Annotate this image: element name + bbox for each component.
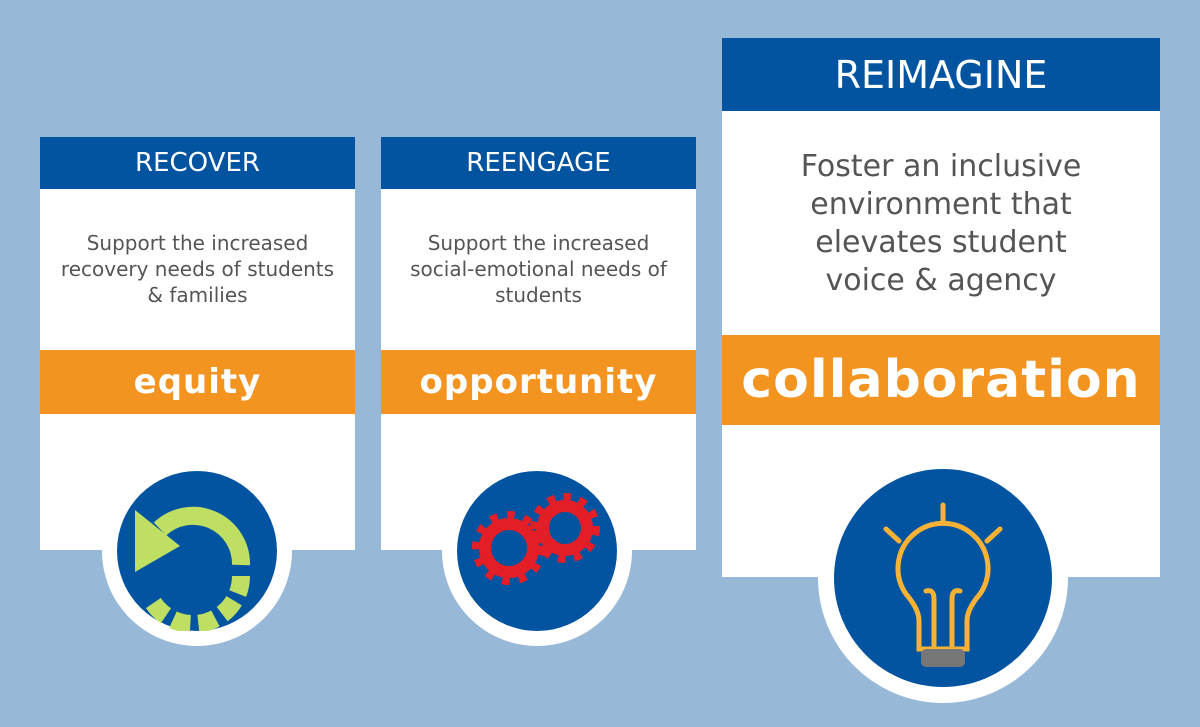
recover-icon-circle <box>117 471 277 631</box>
reengage-value-band: opportunity <box>381 350 696 414</box>
reimagine-value-band: collaboration <box>722 335 1160 425</box>
reimagine-header: REIMAGINE <box>722 38 1160 111</box>
lightbulb-icon <box>883 502 1003 667</box>
recovery-arrow-icon <box>135 506 251 631</box>
recover-description: Support the increased recovery needs of … <box>60 231 335 307</box>
recover-card: RECOVER Support the increased recovery n… <box>40 137 355 550</box>
reengage-description: Support the increased social-emotional n… <box>410 231 667 307</box>
reengage-card: REENGAGE Support the increased social-em… <box>381 137 696 550</box>
gears-icon <box>472 493 600 585</box>
reimagine-description: Foster an inclusive environment that ele… <box>800 149 1082 298</box>
recover-header: RECOVER <box>40 137 355 189</box>
reengage-header: REENGAGE <box>381 137 696 189</box>
recover-value-band: equity <box>40 350 355 414</box>
reimagine-icon-circle <box>834 469 1052 687</box>
reengage-icon-circle <box>457 471 617 631</box>
